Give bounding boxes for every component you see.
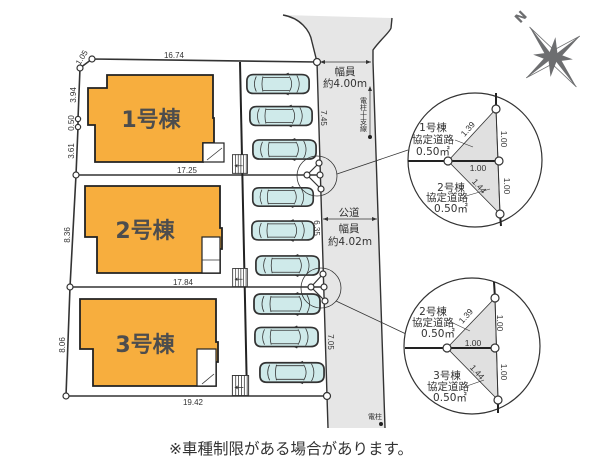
dimension-label: 8.06 — [58, 337, 67, 353]
public-road-width-label: 幅員 — [339, 222, 360, 235]
dimension-label: 16.74 — [164, 51, 185, 60]
agreement-area-label: 0.50㎡ — [434, 203, 468, 215]
boundary-point — [88, 55, 96, 63]
car-icon — [251, 137, 318, 162]
car-icon — [251, 186, 315, 208]
house-label: 3号棟 — [115, 332, 175, 358]
agreement-type-label: 協定道路 — [426, 191, 468, 204]
house-1: 1号棟 — [87, 74, 225, 163]
pole-dot — [368, 135, 372, 139]
agreement-lot-label: 2号棟 — [419, 305, 447, 318]
car-icon — [245, 72, 311, 96]
pole-label: 電柱 — [368, 412, 382, 421]
boundary-point — [76, 64, 84, 72]
dimension-label: 19.42 — [183, 398, 204, 407]
detail-circle-1: 1.39 1.00 1.00 1.44 1.00 1号棟 協定道路 0.50㎡ … — [407, 92, 543, 228]
stairs-icon — [231, 375, 250, 396]
agreement-area-label: 0.50㎡ — [433, 392, 467, 404]
house-2: 2号棟 — [84, 185, 223, 274]
dimension-label: 17.84 — [173, 278, 194, 287]
public-road-width-value: 約4.02m — [328, 235, 372, 248]
car-icon — [251, 219, 315, 242]
pole-dot — [379, 422, 383, 426]
compass-north-label: N — [512, 8, 530, 26]
agreement-area-label: 0.50㎡ — [421, 328, 455, 340]
parking-lot-2 — [251, 186, 320, 277]
edge-length: 1.00 — [465, 338, 482, 348]
edge-length: 1.00 — [499, 364, 509, 381]
house-3: 3号棟 — [79, 298, 219, 387]
boundary-point — [74, 115, 82, 123]
edge-length: 1.00 — [470, 163, 487, 173]
house-label: 1号棟 — [121, 107, 181, 133]
footnote: ※車種制限がある場合があります。 — [169, 440, 413, 458]
dimension-label: 3.94 — [69, 87, 78, 103]
stairs-icon — [232, 268, 248, 287]
boundary-point — [74, 123, 82, 131]
junction-1 — [296, 149, 409, 197]
car-icon — [254, 325, 319, 349]
dimension-label: 7.05 — [326, 334, 335, 350]
dimension-label: 7.45 — [319, 110, 328, 126]
dimension-label: 8.36 — [63, 227, 72, 243]
car-icon — [259, 360, 325, 385]
house-label: 2号棟 — [115, 218, 175, 244]
compass-rose-icon — [525, 26, 581, 88]
road-right-edge — [372, 17, 393, 429]
agreement-lot-label: 3号棟 — [433, 369, 461, 382]
detail-circle-2: 1.39 1.00 1.00 1.44 1.00 2号棟 協定道路 0.50㎡ … — [403, 277, 541, 415]
agreement-lot-label: 2号棟 — [437, 181, 465, 194]
stairs-icon — [232, 153, 248, 175]
road-width-label: 幅員 — [335, 65, 356, 78]
dimension-label: 6.35 — [312, 220, 321, 236]
pole-guy-label: 電柱十支線 — [360, 97, 368, 132]
boundary-point — [312, 57, 322, 67]
parking-lot-3 — [253, 292, 325, 385]
road-labels: 幅員 約4.00m 電柱十支線 公道 幅員 約4.02m 電柱 — [320, 60, 383, 426]
dimension-label: 1.05 — [74, 48, 90, 66]
junction-2 — [300, 267, 407, 335]
edge-length: 1.00 — [502, 178, 512, 195]
edge-length: 1.00 — [495, 315, 505, 332]
car-icon — [248, 104, 314, 128]
agreement-type-label: 協定道路 — [427, 380, 469, 393]
road-surface — [283, 15, 392, 428]
dimension-label: 17.25 — [177, 166, 198, 175]
parking-lot-1 — [245, 72, 318, 162]
boundary-point — [62, 392, 70, 400]
dimension-label: 3.61 — [67, 143, 76, 159]
boundary-point — [66, 283, 74, 291]
agreement-type-label: 協定道路 — [412, 133, 454, 146]
car-icon — [255, 254, 320, 277]
edge-length: 1.00 — [499, 131, 509, 148]
agreement-type-label: 協定道路 — [412, 316, 454, 329]
agreement-area-label: 0.50㎡ — [416, 146, 450, 158]
car-icon — [253, 292, 321, 316]
dimension-label: 0.50 — [67, 115, 76, 131]
public-road-label: 公道 — [339, 206, 360, 219]
road-width-value: 約4.00m — [323, 77, 367, 90]
boundary-point — [322, 391, 332, 401]
agreement-lot-label: 1号棟 — [419, 121, 447, 134]
boundary-point — [72, 171, 80, 179]
parking-divider — [239, 61, 248, 397]
